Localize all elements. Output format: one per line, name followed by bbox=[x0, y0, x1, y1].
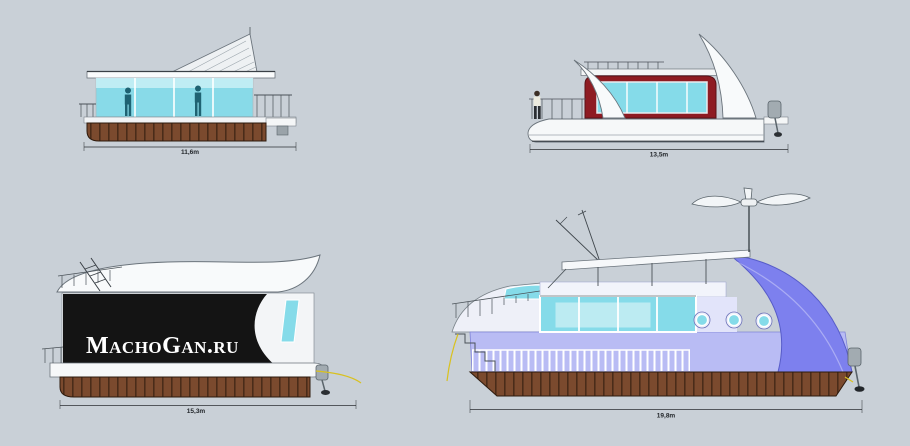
boat-1-roof bbox=[86, 71, 276, 79]
boat-3: MachoGan.ru 15,3m bbox=[41, 254, 362, 415]
boat-4-hull-railing bbox=[472, 350, 690, 371]
dimension-label: 15,3m bbox=[187, 408, 206, 415]
boat-2-hull bbox=[527, 118, 765, 143]
boat-4-stern-motor bbox=[844, 347, 865, 392]
boat-3-roof-ladder bbox=[79, 257, 112, 292]
boat-2: 13,5m bbox=[527, 33, 789, 159]
boat-1-stern-railing bbox=[254, 94, 292, 117]
boat-2-dimension: 13,5m bbox=[529, 144, 789, 159]
boat-4-cabin-top bbox=[539, 281, 727, 298]
boat-1-dimension: 11,6m bbox=[83, 142, 297, 156]
porthole bbox=[755, 312, 773, 330]
cabin-mullions bbox=[134, 78, 214, 117]
canopy-highlight bbox=[736, 261, 844, 373]
boat-3-bow-railing bbox=[41, 346, 64, 363]
dimension-label: 13,5m bbox=[650, 152, 669, 159]
person-figure bbox=[533, 90, 541, 119]
boat-4-roof-supports bbox=[547, 259, 707, 289]
boat-4-antenna-mast bbox=[555, 209, 601, 263]
boat-3-outboard-motor bbox=[315, 364, 362, 395]
boat-2-roof-railing bbox=[584, 61, 664, 69]
bow-rope bbox=[446, 333, 459, 382]
boat-3-hull bbox=[49, 362, 325, 378]
boat-3-dimension: 15,3m bbox=[59, 400, 357, 415]
person-figure bbox=[194, 85, 202, 116]
boat-4-dimension: 19,8m bbox=[469, 400, 863, 420]
porthole bbox=[693, 311, 711, 329]
boat-4-bow-railing bbox=[451, 290, 541, 318]
boat-4-window-band bbox=[539, 295, 697, 333]
boat-1-motor-bracket bbox=[276, 125, 289, 136]
boat-4-roof bbox=[561, 249, 751, 271]
boat-1-bow-railing bbox=[79, 103, 96, 117]
boat-1-glass-cabin bbox=[95, 77, 254, 118]
boat-3-roof-railing bbox=[57, 266, 123, 288]
boat-4-pontoon bbox=[468, 371, 853, 397]
motor-cable bbox=[315, 370, 362, 384]
boat-3-pontoon bbox=[59, 376, 311, 398]
dimension-label: 19,8m bbox=[657, 413, 676, 420]
porthole bbox=[725, 311, 743, 329]
boat-3-window bbox=[280, 299, 300, 343]
stern-rope bbox=[844, 376, 854, 383]
boat-2-sail-fin-rear bbox=[698, 33, 757, 119]
boat-1: 11,6m bbox=[79, 27, 297, 156]
turbine-blade-left bbox=[691, 195, 742, 208]
boat-4: 19,8m bbox=[446, 187, 865, 420]
dimension-label: 11,6m bbox=[181, 149, 199, 156]
person-figure bbox=[124, 87, 132, 116]
boat-2-sail-fin-front bbox=[573, 59, 626, 119]
boat-1-swim-platform bbox=[265, 117, 297, 127]
boat-3-brand-panel bbox=[63, 294, 276, 366]
boat-1-deck bbox=[83, 116, 297, 124]
brand-text: MachoGan.ru bbox=[86, 333, 239, 359]
boat-4-bow-stairs bbox=[455, 333, 496, 372]
boat-2-roof bbox=[580, 68, 722, 76]
boat-1-pontoon bbox=[86, 122, 267, 142]
turbine-blade-right bbox=[755, 193, 811, 206]
turbine-nacelle bbox=[740, 198, 758, 207]
wind-turbine bbox=[691, 187, 811, 252]
boat-2-outboard-motor bbox=[767, 100, 782, 137]
